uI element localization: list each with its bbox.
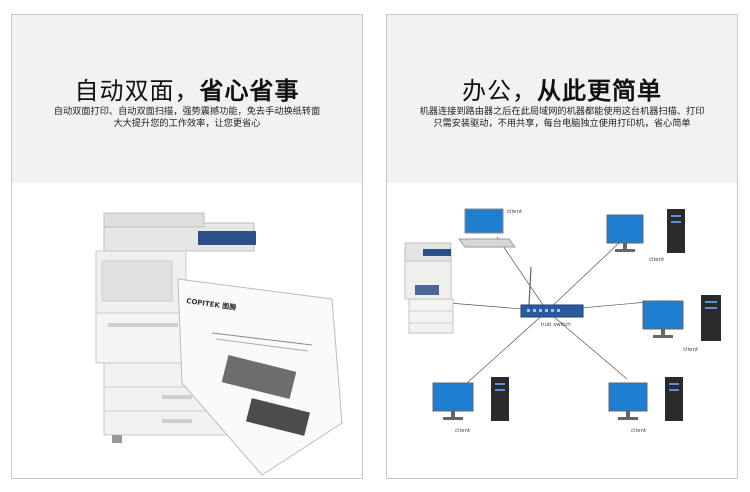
client-label: client <box>455 428 471 434</box>
title-bold: 从此更简单 <box>537 77 662 105</box>
title-regular: 办公， <box>462 77 537 105</box>
laptop-icon: client <box>458 208 523 248</box>
panel-title: 办公，从此更简单 <box>387 71 737 106</box>
subtitle-line-1: 自动双面打印、自动双面扫描，强势震撼功能，免去手动换纸转面 <box>53 106 321 117</box>
subtitle-line-2: 只需安装驱动，不用共享，每台电脑独立使用打印机，省心简单 <box>433 118 691 129</box>
copier-illustration: COPITEK 图腾 <box>12 183 362 478</box>
hub-switch-icon: hub switch <box>520 266 584 328</box>
desktop-computer-icon: client <box>606 209 685 263</box>
panel-title: 自动双面，省心省事 <box>12 71 362 106</box>
client-label: client <box>649 257 665 263</box>
desktop-computer-icon: client <box>642 295 721 353</box>
printed-document: COPITEK 图腾 <box>177 278 343 476</box>
client-label: client <box>631 428 647 434</box>
duplex-feature-panel: 自动双面，省心省事 自动双面打印、自动双面扫描，强势震撼功能，免去手动换纸转面 … <box>11 14 363 479</box>
desktop-computer-icon: client <box>608 377 683 434</box>
title-regular: 自动双面， <box>74 77 200 105</box>
printer-icon <box>404 242 454 334</box>
panel-header: 办公，从此更简单 机器连接到路由器之后在此局域网的机器都能使用这台机器扫描、打印… <box>387 15 737 183</box>
client-label: client <box>683 347 699 353</box>
desktop-computer-icon: client <box>432 377 509 434</box>
subtitle-line-1: 机器连接到路由器之后在此局域网的机器都能使用这台机器扫描、打印 <box>419 106 705 117</box>
title-bold: 省心省事 <box>199 77 300 105</box>
network-feature-panel: 办公，从此更简单 机器连接到路由器之后在此局域网的机器都能使用这台机器扫描、打印… <box>386 14 738 479</box>
hub-switch-label: hub switch <box>541 322 571 328</box>
client-label: client <box>507 209 523 215</box>
panel-header: 自动双面，省心省事 自动双面打印、自动双面扫描，强势震撼功能，免去手动换纸转面 … <box>12 15 362 183</box>
network-diagram: hub switch client client <box>387 183 737 478</box>
subtitle-line-2: 大大提升您的工作效率，让您更省心 <box>113 118 261 129</box>
